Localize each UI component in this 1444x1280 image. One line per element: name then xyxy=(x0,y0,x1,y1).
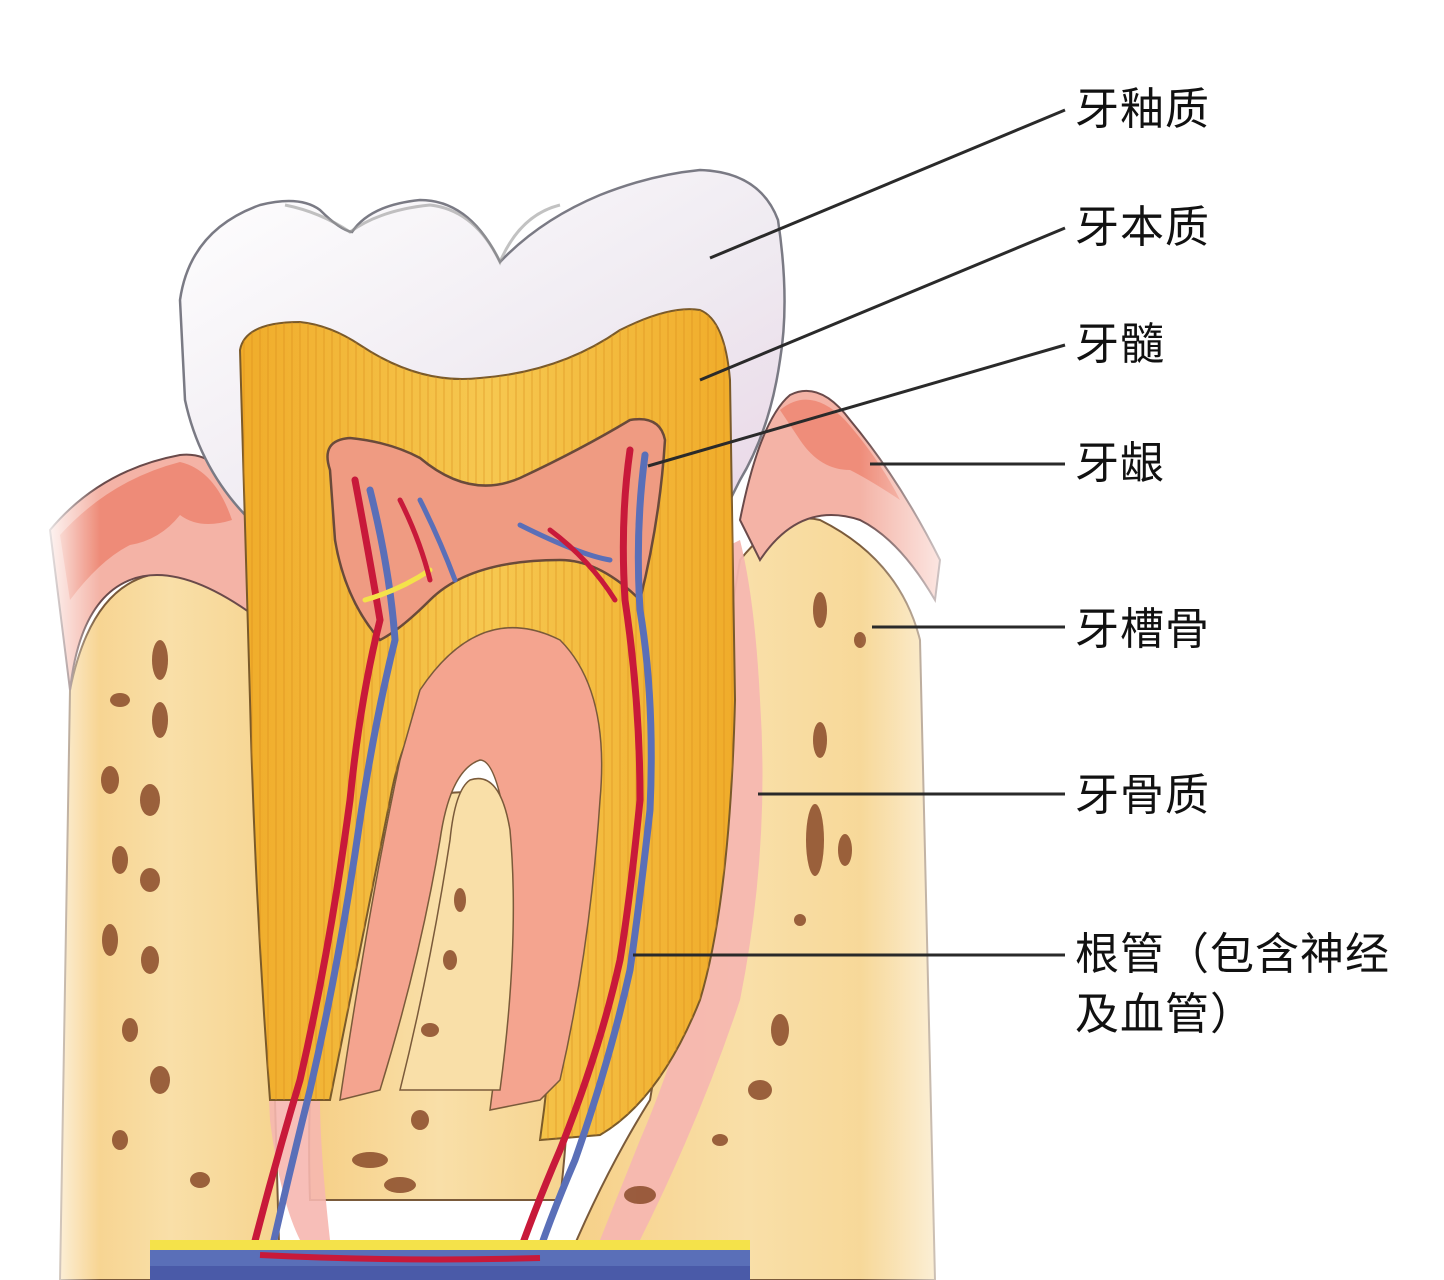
label-alveolar-bone: 牙槽骨 xyxy=(1075,604,1210,655)
base-vessels xyxy=(150,1240,750,1280)
label-root-canal: 根管（包含神经及血管） xyxy=(1075,929,1390,1040)
label-pulp: 牙髓 xyxy=(1075,319,1165,370)
label-dentin: 牙本质 xyxy=(1075,202,1210,253)
leader-lines xyxy=(633,108,1066,957)
label-gum: 牙龈 xyxy=(1075,438,1165,489)
label-enamel: 牙釉质 xyxy=(1075,84,1210,135)
root-canal-vessels xyxy=(241,446,655,1280)
bone-spots xyxy=(101,592,866,1204)
pulp xyxy=(326,417,667,642)
label-cementum: 牙骨质 xyxy=(1075,770,1210,821)
